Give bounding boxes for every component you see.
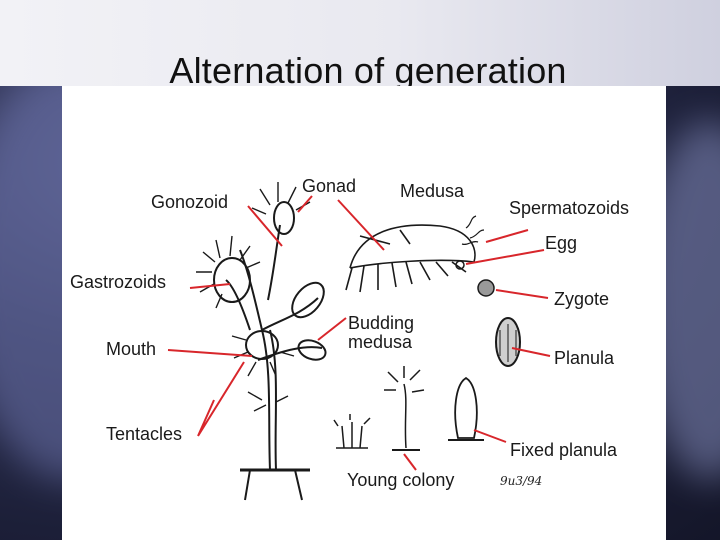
label-medusa: Medusa (400, 181, 465, 201)
arrow-zygote (495, 289, 549, 299)
arrow-spermatozoids (485, 229, 529, 243)
label-zygote: Zygote (554, 289, 610, 309)
slide-title: Alternation of generation (169, 50, 567, 91)
label-planula: Planula (554, 348, 615, 368)
arrow-gonozoid (247, 205, 283, 247)
spermatozoids-illustration (461, 215, 485, 246)
arrow-tentacles (197, 361, 245, 437)
label-mouth: Mouth (106, 339, 157, 359)
medusa-illustration (345, 224, 476, 293)
egg-illustration (455, 260, 465, 270)
arrow-gonad (297, 195, 313, 213)
colony-illustration (213, 201, 327, 501)
arrow-budding-medusa (317, 317, 347, 341)
arrow-gastrozoids (189, 283, 231, 289)
arrow-mouth (167, 349, 253, 357)
arrow-medusa (337, 199, 385, 251)
label-budding-medusa-1: Budding (348, 313, 415, 333)
label-gastrozoids: Gastrozoids (70, 272, 167, 292)
young-colony-illustration (333, 366, 425, 451)
label-gonad: Gonad (302, 176, 357, 196)
label-egg: Egg (545, 233, 578, 253)
label-fixed-planula: Fixed planula (510, 440, 618, 460)
label-spermatozoids: Spermatozoids (509, 198, 630, 218)
fixed-planula-illustration (454, 376, 478, 439)
diagram-panel (62, 86, 666, 540)
zygote-illustration (477, 279, 495, 297)
title-band (0, 0, 720, 86)
arrow-fixed-planula (473, 429, 507, 443)
label-young-colony: Young colony (347, 470, 455, 490)
label-tentacles: Tentacles (106, 424, 183, 444)
arrow-egg (465, 249, 545, 265)
label-budding-medusa-2: medusa (348, 332, 413, 352)
author-signature: 9u3/94 (500, 474, 543, 488)
tentacle-sketch (196, 182, 311, 412)
arrow-young-colony (403, 453, 417, 471)
arrow-planula (511, 347, 551, 357)
label-gonozoid: Gonozoid (151, 192, 229, 212)
